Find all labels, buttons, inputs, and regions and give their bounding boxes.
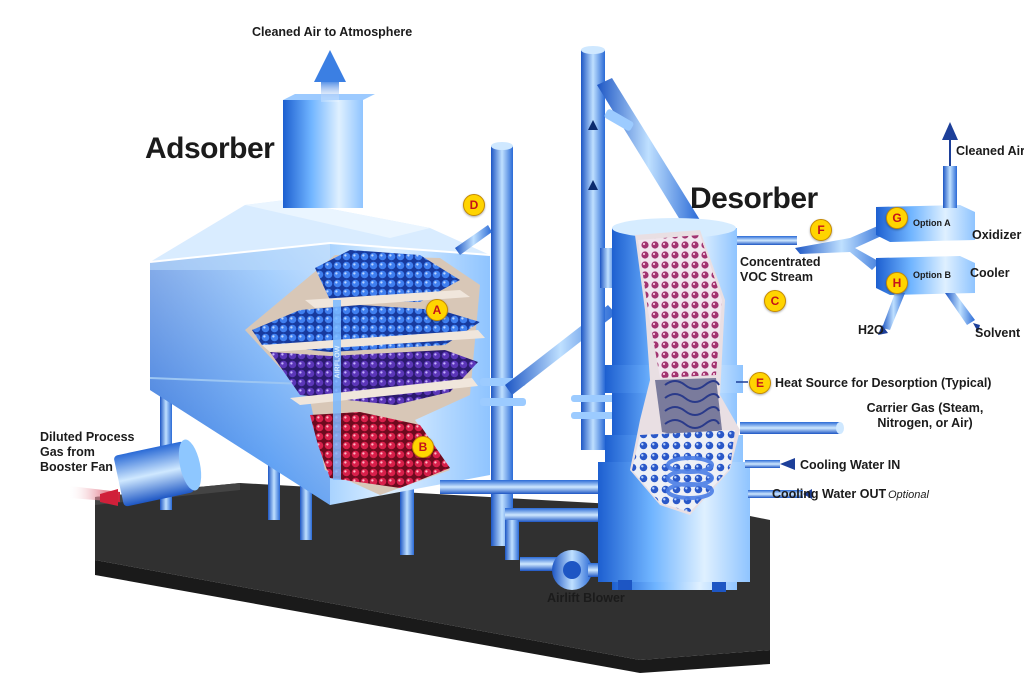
marker-b: B <box>412 436 434 458</box>
h2o-label: H2O <box>858 323 884 337</box>
desorber-title: Desorber <box>690 182 818 215</box>
option-b-label: Option B <box>913 270 951 280</box>
oxidizer-label: Oxidizer <box>972 228 1022 242</box>
central-riser <box>571 46 700 450</box>
cooling-water-in-label: Cooling Water IN <box>800 458 901 472</box>
exhaust-arrow <box>314 50 346 102</box>
option-a-label: Option A <box>913 218 951 228</box>
cooler-label: Cooler <box>970 266 1010 280</box>
adsorber-vessel <box>149 94 491 555</box>
cooling-water-out-label: Cooling Water OUT <box>772 487 887 501</box>
marker-d: D <box>463 194 485 216</box>
concentrated-voc-label: Concentrated VOC Stream <box>740 255 821 284</box>
airflow-label: AIRFLOW <box>334 345 342 379</box>
adsorber-title: Adsorber <box>145 132 275 165</box>
marker-g: G <box>886 207 908 229</box>
solvent-label: Solvent <box>975 326 1021 340</box>
carrier-gas-label: Carrier Gas (Steam, Nitrogen, or Air) <box>866 401 984 430</box>
marker-c: C <box>764 290 786 312</box>
diluted-gas-label: Diluted Process Gas from Booster Fan <box>40 430 135 474</box>
cleaned-air-atmosphere-label: Cleaned Air to Atmosphere <box>252 25 413 39</box>
marker-h: H <box>886 272 908 294</box>
optional-label: Optional <box>888 489 929 501</box>
cleaned-air-label: Cleaned Air <box>956 144 1024 158</box>
marker-f: F <box>810 219 832 241</box>
inlet-duct <box>70 439 202 507</box>
marker-e: E <box>749 372 771 394</box>
marker-a: A <box>426 299 448 321</box>
post-treatment-options <box>795 122 980 335</box>
heat-source-label: Heat Source for Desorption (Typical) <box>775 376 992 390</box>
desorber-connections <box>736 236 844 499</box>
desorber-vessel <box>598 218 750 592</box>
airlift-blower-label: Airlift Blower <box>547 591 625 605</box>
